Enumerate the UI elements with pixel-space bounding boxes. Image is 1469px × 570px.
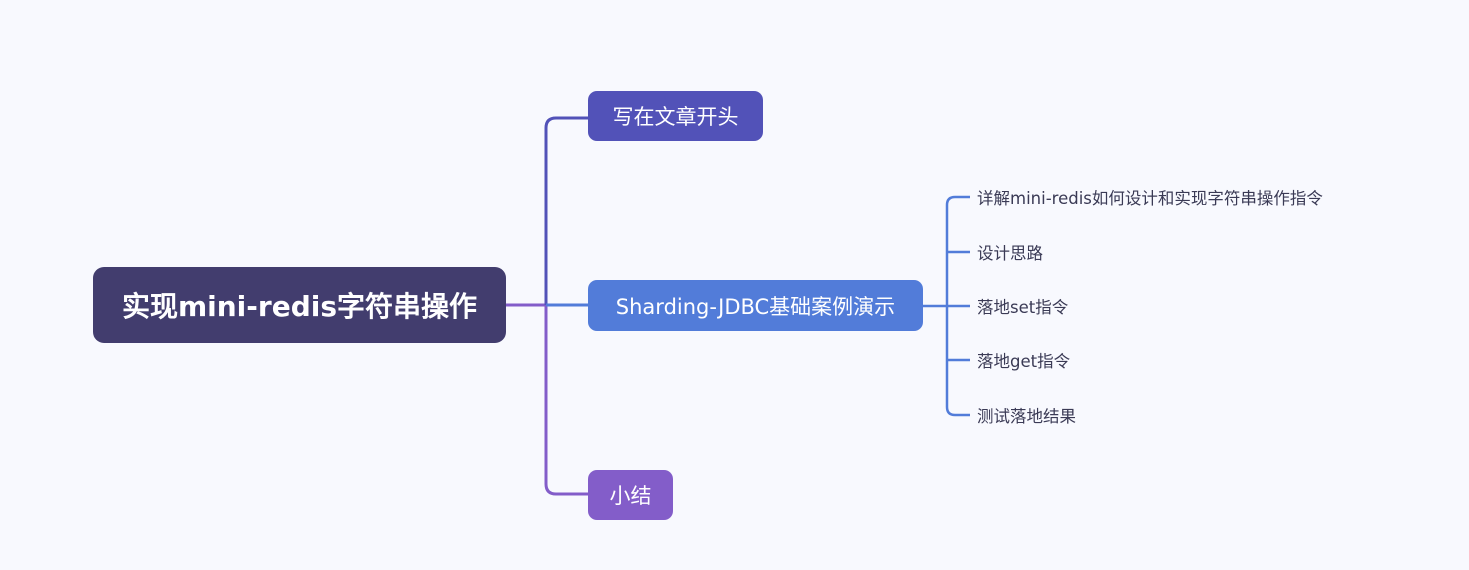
subtopic[interactable]: 详解mini-redis如何设计和实现字符串操作指令 [977,189,1323,208]
root-topic[interactable]: 实现mini-redis字符串操作 [93,267,506,343]
topic-intro[interactable]: 写在文章开头 [588,91,763,141]
subtopic[interactable]: 落地set指令 [977,298,1069,317]
topic-demo[interactable]: Sharding-JDBC基础案例演示 [588,280,923,331]
root-topic-label: 实现mini-redis字符串操作 [121,290,478,323]
topic-label: Sharding-JDBC基础案例演示 [615,294,896,319]
subtopic[interactable]: 落地get指令 [977,352,1071,371]
subtopic[interactable]: 测试落地结果 [977,407,1076,426]
subtopic[interactable]: 设计思路 [977,244,1043,263]
topic-summary[interactable]: 小结 [588,470,673,520]
topic-label: 小结 [609,484,652,508]
topic-label: 写在文章开头 [612,105,739,129]
